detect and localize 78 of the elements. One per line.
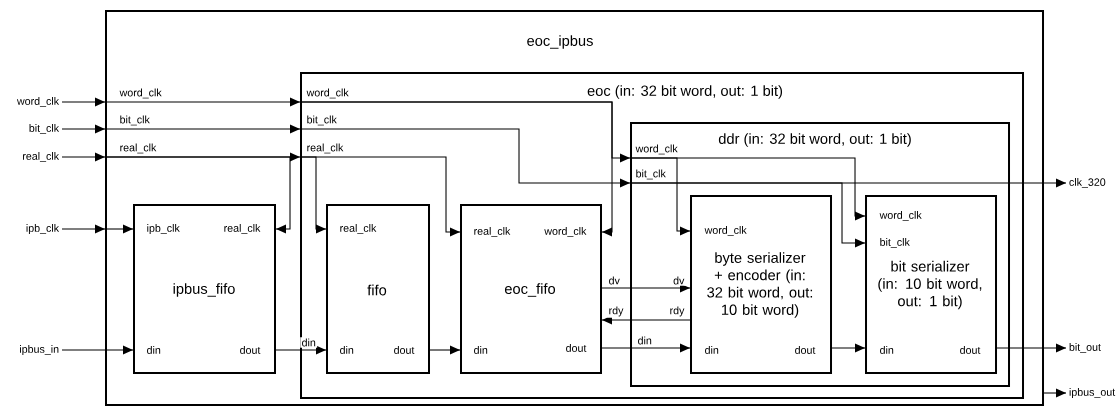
module-box bbox=[133, 204, 276, 374]
port-label: real_clk bbox=[224, 224, 261, 234]
signal-arrow bbox=[299, 128, 631, 188]
module-title: ipbus_fifo bbox=[173, 283, 235, 297]
module-box bbox=[300, 72, 1024, 399]
port-label: dout bbox=[394, 346, 415, 354]
signal-arrow bbox=[61, 152, 106, 162]
signal-arrow bbox=[831, 343, 866, 353]
edge-label: dv bbox=[607, 275, 622, 286]
port-label: dout bbox=[240, 346, 261, 354]
port-label: din bbox=[147, 346, 161, 354]
signal-arrow bbox=[429, 345, 461, 355]
signal-label: ipb_clk bbox=[26, 224, 60, 234]
module-box bbox=[105, 10, 1044, 406]
port-label: word_clk bbox=[544, 227, 587, 237]
block-title: ddr (in: 32 bit word, out: 1 bit) bbox=[718, 133, 911, 147]
signal-arrow bbox=[299, 156, 461, 237]
signal-arrow bbox=[61, 124, 106, 134]
signal-label: bit_out bbox=[1069, 343, 1101, 353]
port-label: dout bbox=[960, 346, 981, 354]
signal-arrow bbox=[601, 283, 691, 293]
signal-label: dv bbox=[671, 275, 686, 286]
signal-arrow bbox=[104, 97, 301, 107]
signal-label: word_clk bbox=[16, 97, 60, 107]
signal-label: ipbus_out bbox=[1069, 388, 1116, 398]
port-label: dout bbox=[566, 344, 587, 352]
edge-label: bit_clk bbox=[305, 114, 339, 127]
signal-label: real_clk bbox=[23, 152, 60, 162]
signal-label: bit_clk bbox=[29, 124, 60, 134]
module-title: bit serializer (in: 10 bit word, out: 1 bit) bbox=[878, 260, 982, 310]
block-title: eoc (in: 32 bit word, out: 1 bit) bbox=[587, 85, 783, 99]
port-label: din bbox=[340, 346, 354, 354]
module-title: eoc_fifo bbox=[504, 283, 556, 297]
signal-arrow bbox=[104, 224, 134, 234]
signal-arrow bbox=[61, 345, 134, 355]
signal-arrow bbox=[1043, 388, 1067, 398]
module-title: fifo bbox=[367, 284, 387, 296]
signal-arrow bbox=[104, 156, 291, 234]
port-label: word_clk bbox=[879, 211, 922, 221]
edge-label: bit_clk bbox=[634, 168, 668, 181]
port-label: ipb_clk bbox=[147, 224, 180, 234]
signal-arrow bbox=[104, 124, 301, 134]
edge-label: word_clk bbox=[305, 87, 351, 100]
signal-arrow bbox=[299, 101, 631, 163]
edge-label: word_clk bbox=[634, 143, 680, 156]
port-label: din bbox=[880, 346, 894, 354]
signal-arrow bbox=[61, 97, 106, 107]
edge-label: din bbox=[300, 337, 318, 348]
edge-label: bit_clk bbox=[118, 114, 152, 127]
port-label: word_clk bbox=[704, 226, 747, 236]
signal-label: ipbus_in bbox=[20, 345, 59, 355]
module-box bbox=[690, 195, 832, 374]
signal-arrow bbox=[61, 224, 106, 234]
port-label: bit_clk bbox=[880, 238, 910, 248]
edge-label: rdy bbox=[607, 305, 625, 318]
signal-label: rdy bbox=[668, 305, 686, 318]
port-label: dout bbox=[795, 346, 816, 354]
edge-label: real_clk bbox=[305, 142, 345, 155]
signal-arrow bbox=[275, 345, 327, 355]
signal-arrow bbox=[996, 343, 1067, 353]
port-label: real_clk bbox=[340, 224, 377, 234]
block-title: eoc_ipbus bbox=[527, 35, 593, 49]
module-box bbox=[865, 195, 997, 374]
signal-arrow bbox=[601, 343, 691, 353]
signal-arrow bbox=[629, 157, 866, 221]
edge-label: real_clk bbox=[118, 142, 158, 155]
module-box bbox=[630, 122, 1010, 387]
signal-label: clk_320 bbox=[1069, 178, 1106, 188]
port-label: din bbox=[474, 346, 488, 354]
module-box bbox=[460, 204, 602, 374]
module-title: byte serializer + encoder (in: 32 bit word, out: 10 bit word) bbox=[707, 252, 813, 318]
edge-label: din bbox=[636, 335, 654, 346]
signal-arrow bbox=[601, 315, 691, 325]
port-label: real_clk bbox=[474, 227, 511, 237]
edge-label: word_clk bbox=[118, 87, 164, 100]
module-box bbox=[326, 204, 430, 374]
signal-arrow bbox=[629, 182, 866, 248]
port-label: din bbox=[705, 346, 719, 354]
